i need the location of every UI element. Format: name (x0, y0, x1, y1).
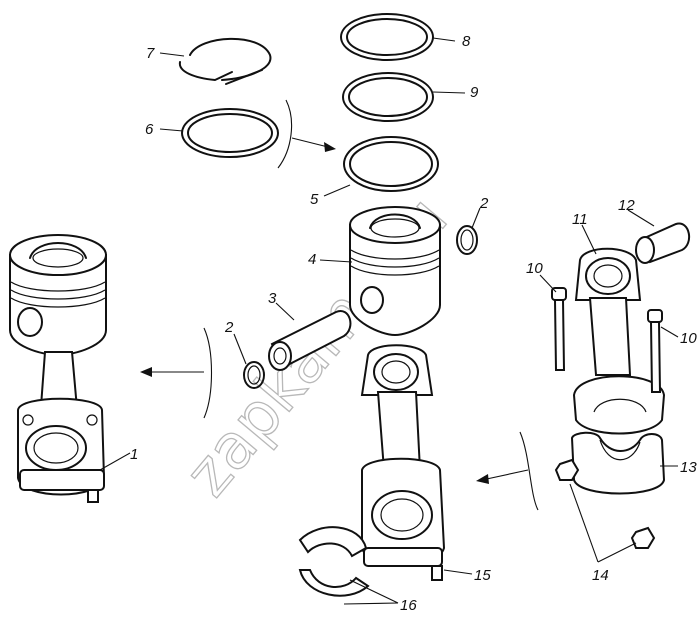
bolt-10-left (551, 287, 567, 371)
label-12: 12 (618, 197, 635, 214)
piston-4 (349, 206, 441, 337)
arrowhead-rings (324, 142, 336, 152)
connecting-rod-11 (572, 247, 666, 435)
bushing-12 (635, 222, 691, 264)
bolt-10-right (647, 309, 663, 393)
bracket-cap (519, 431, 539, 511)
label-14: 14 (592, 567, 609, 584)
label-6: 6 (145, 121, 154, 138)
rod-cap-13 (570, 431, 666, 495)
bracket-rings (277, 99, 293, 169)
label-2-right: 2 (479, 195, 489, 212)
label-13: 13 (680, 459, 697, 476)
label-10-right: 10 (680, 330, 697, 347)
nut-14-right (630, 526, 656, 549)
bracket-pin (203, 327, 213, 419)
arrowhead-pin (140, 367, 152, 377)
label-16: 16 (400, 597, 417, 614)
connecting-rod-15 (360, 344, 446, 581)
label-2-left: 2 (224, 319, 234, 336)
arrowhead-cap (476, 474, 489, 484)
ring-8 (340, 13, 434, 61)
snap-ring-2-left (243, 361, 265, 389)
label-1: 1 (130, 446, 138, 463)
label-9: 9 (470, 84, 479, 101)
label-7: 7 (146, 45, 155, 62)
bearing-shells-16 (298, 526, 370, 597)
label-3: 3 (268, 290, 277, 307)
ring-7 (178, 37, 272, 85)
label-10-left: 10 (526, 260, 543, 277)
label-15: 15 (474, 567, 491, 584)
label-5: 5 (310, 191, 319, 208)
nut-14-left (554, 458, 580, 481)
leader-lines (99, 37, 679, 605)
piston-rod-assembly-1 (9, 234, 107, 503)
snap-ring-2-right (456, 225, 478, 255)
label-11: 11 (572, 211, 588, 228)
label-8: 8 (462, 33, 471, 50)
label-4: 4 (308, 251, 316, 268)
ring-6 (181, 108, 279, 158)
arrow-cap (481, 469, 529, 481)
ring-9 (342, 72, 434, 122)
piston-pin-3 (268, 310, 352, 371)
ring-5 (343, 136, 439, 192)
